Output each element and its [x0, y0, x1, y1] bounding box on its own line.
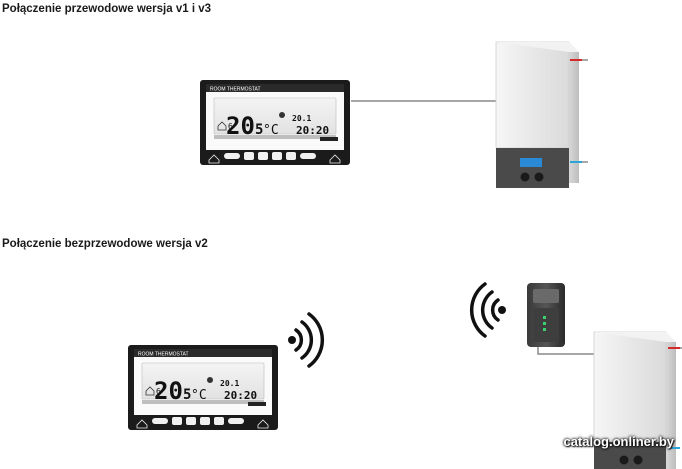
temperature-unit: °C [191, 388, 207, 403]
module-cable [537, 347, 594, 355]
receiver-module [527, 283, 565, 347]
temperature-decimal: 5 [183, 387, 191, 403]
lcd-readout-wired: ROOM THERMOSTAT 20 5 °C 20.1 20:20 6 [210, 87, 329, 141]
temperature-unit: °C [263, 123, 279, 138]
lcd-readout-wireless: ROOM THERMOSTAT 20 5 °C 20.1 20:20 6 [138, 352, 257, 406]
wifi-signal-icon [288, 312, 325, 368]
boiler-wireless [593, 331, 682, 469]
clock-readout: 20:20 [296, 124, 329, 137]
room-temperature: 20 [154, 377, 183, 405]
wired-heading: Połączenie przewodowe wersja v1 i v3 [2, 3, 212, 15]
thermostat-brand-label: ROOM THERMOSTAT [138, 352, 189, 358]
room-temperature: 20 [226, 112, 255, 140]
boiler-display [520, 158, 542, 167]
weekday-number: 6 [228, 122, 233, 131]
weekday-number: 6 [156, 387, 161, 396]
set-temperature: 20.1 [292, 114, 311, 123]
boiler-wired [495, 41, 588, 188]
temperature-decimal: 5 [255, 122, 263, 138]
clock-readout: 20:20 [224, 389, 257, 402]
set-temperature: 20.1 [220, 379, 239, 388]
watermark: catalog.onliner.by [563, 434, 674, 449]
thermostat-brand-label: ROOM THERMOSTAT [210, 87, 261, 93]
wireless-heading: Połączenie bezprzewodowe wersja v2 [2, 238, 208, 250]
wifi-receive-icon [469, 282, 506, 338]
